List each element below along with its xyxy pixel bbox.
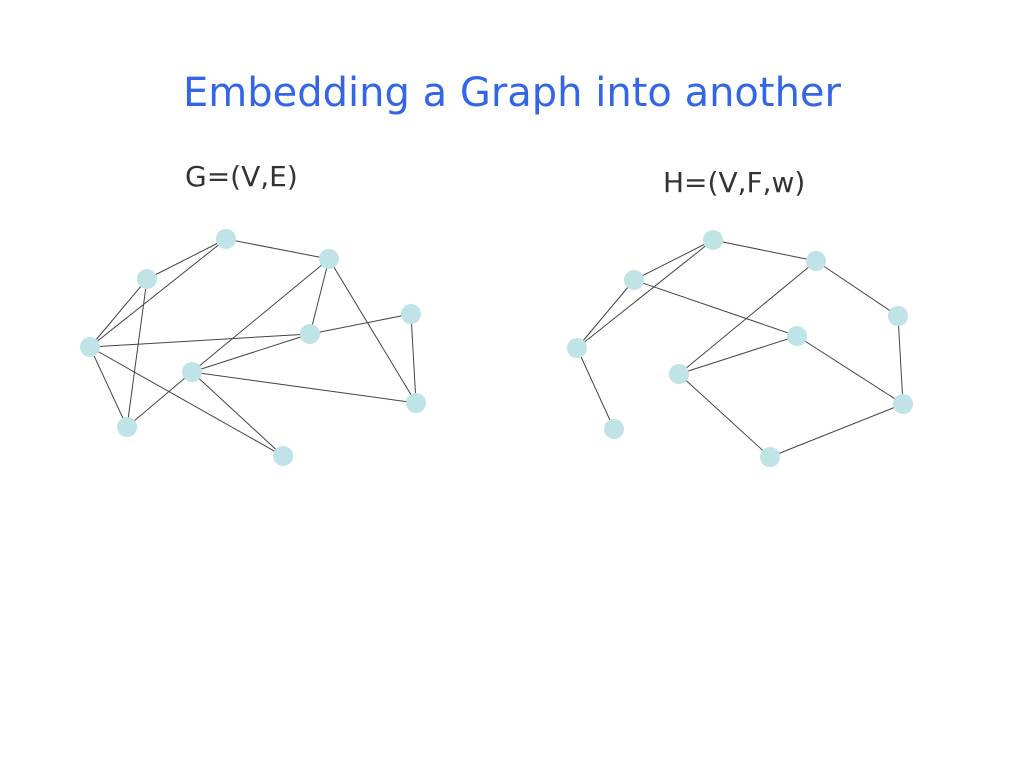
graph-g-edge bbox=[191, 371, 417, 404]
graph-g-edge bbox=[410, 313, 417, 404]
graph-h-edge bbox=[897, 315, 904, 405]
graph-g-node bbox=[137, 269, 157, 289]
graph-g-node bbox=[80, 337, 100, 357]
graph-h-node bbox=[624, 270, 644, 290]
graph-g bbox=[80, 229, 426, 466]
graph-g-edge bbox=[89, 346, 284, 457]
slide-title: Embedding a Graph into another bbox=[183, 70, 841, 116]
graph-g-node bbox=[300, 324, 320, 344]
graph-h-edge bbox=[796, 335, 904, 405]
graph-g-node bbox=[273, 446, 293, 466]
graph-h-node bbox=[893, 394, 913, 414]
graph-g-node bbox=[117, 417, 137, 437]
graph-h-edge bbox=[633, 239, 714, 281]
graph-h-edge bbox=[815, 260, 899, 317]
graph-h-edge bbox=[576, 347, 615, 430]
graph-g-node bbox=[319, 249, 339, 269]
graph-g-edge bbox=[191, 371, 284, 457]
graph-h-node bbox=[604, 419, 624, 439]
graph-g-edge bbox=[89, 278, 148, 348]
graph-g-edge bbox=[89, 238, 227, 348]
graph-h-node bbox=[567, 338, 587, 358]
graph-g-edge bbox=[328, 258, 417, 404]
graph-h-node bbox=[669, 364, 689, 384]
graph-h-edge bbox=[678, 335, 798, 375]
graph-h-node bbox=[760, 447, 780, 467]
graph-g-label: G=(V,E) bbox=[185, 160, 298, 193]
graph-g-node bbox=[216, 229, 236, 249]
graph-g-edge bbox=[146, 238, 227, 280]
graph-g-node bbox=[406, 393, 426, 413]
graph-g-edge bbox=[191, 258, 330, 373]
graph-g-edge bbox=[309, 258, 330, 335]
graph-g-edge bbox=[309, 313, 412, 335]
graph-g-node bbox=[401, 304, 421, 324]
graph-h-edge bbox=[633, 279, 798, 337]
graph-h-edge bbox=[576, 239, 714, 349]
graph-h-node bbox=[787, 326, 807, 346]
graph-g-edge bbox=[126, 278, 148, 428]
graph-h-node bbox=[703, 230, 723, 250]
graph-h-node bbox=[806, 251, 826, 271]
graph-h-edge bbox=[576, 279, 635, 349]
graph-g-edge bbox=[225, 238, 330, 260]
graph-h-edge bbox=[678, 260, 817, 375]
graph-h-node bbox=[888, 306, 908, 326]
graph-h-edge bbox=[769, 403, 904, 458]
graph-h-label: H=(V,F,w) bbox=[663, 166, 806, 199]
graph-g-edge bbox=[89, 346, 128, 428]
graph-h-edge bbox=[712, 239, 817, 262]
graph-g-edge bbox=[191, 333, 311, 373]
graph-h-edge bbox=[678, 373, 771, 458]
graph-g-edge bbox=[89, 333, 311, 348]
graph-g-edge bbox=[126, 371, 193, 428]
graph-g-node bbox=[182, 362, 202, 382]
graph-h bbox=[567, 230, 913, 467]
